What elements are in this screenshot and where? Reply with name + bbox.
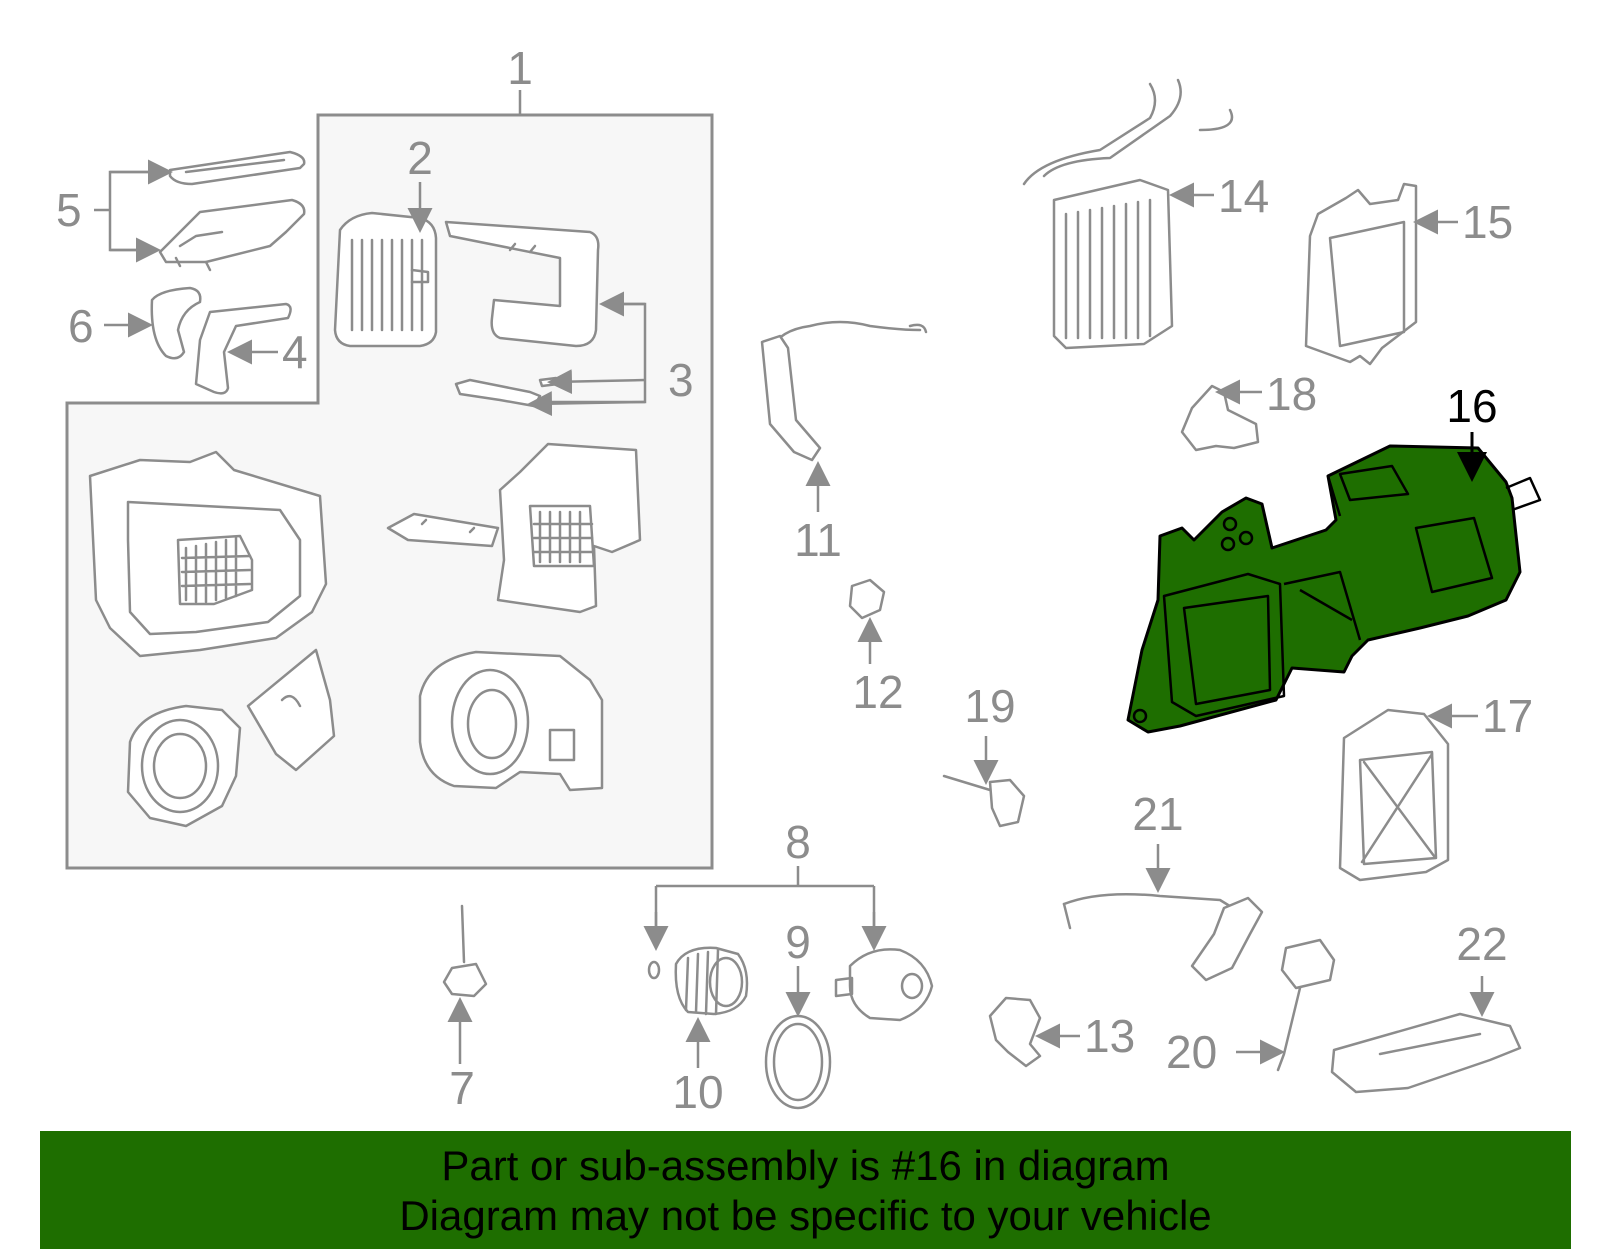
callout-9: 9: [785, 916, 811, 968]
callout-20: 20: [1166, 1026, 1217, 1078]
callout-15: 15: [1462, 196, 1513, 248]
part-22-duct: [1330, 976, 1522, 1094]
callout-7: 7: [449, 1062, 475, 1114]
assembly-blower-scroll: [126, 648, 336, 828]
callout-6: 6: [68, 300, 94, 352]
callout-3: 3: [668, 354, 694, 406]
callout-22: 22: [1456, 918, 1507, 970]
callout-8: 8: [785, 816, 811, 868]
callout-10: 10: [672, 1066, 723, 1118]
part-18-bracket: [1180, 379, 1262, 452]
part-14-heater-core: [1022, 78, 1234, 350]
callout-17: 17: [1482, 690, 1533, 742]
part-17-inlet-housing: [1338, 703, 1478, 882]
part-9-gasket: [764, 966, 832, 1110]
assembly-door-plate: [386, 512, 500, 548]
part-11-cable: [760, 320, 928, 512]
callout-21: 21: [1132, 788, 1183, 840]
callout-2: 2: [407, 132, 433, 184]
part-15-cover: [1304, 182, 1458, 366]
part-blower-motor: [834, 948, 934, 1022]
part-8-blower-bracket: [643, 866, 887, 980]
callout-13: 13: [1084, 1010, 1135, 1062]
part-16-highlighted-housing: [1126, 432, 1542, 734]
part-2-evaporator-core: [333, 182, 438, 348]
part-13-clip: [988, 996, 1080, 1068]
callout-5: 5: [56, 184, 82, 236]
assembly-evaporator-case: [88, 450, 328, 658]
banner-line-disclaimer: Diagram may not be specific to your vehi…: [399, 1192, 1212, 1239]
part-20-actuator: [1236, 938, 1336, 1072]
part-10-blower-wheel: [674, 946, 749, 1068]
part-21-cable: [1062, 844, 1264, 982]
callout-18: 18: [1266, 368, 1317, 420]
part-5-seals: [94, 150, 306, 272]
part-12-clip: [848, 578, 886, 664]
part-7-sensor: [442, 904, 488, 1064]
callout-19: 19: [964, 680, 1015, 732]
callout-11: 11: [794, 514, 842, 566]
assembly-blower-housing: [418, 650, 604, 792]
part-19-actuator: [942, 736, 1026, 828]
assembly-recirc-door: [496, 442, 642, 614]
callout-1: 1: [507, 42, 533, 94]
callout-4: 4: [282, 326, 308, 378]
part-3-seal-bracket: [444, 220, 647, 417]
part-6-seal: [104, 286, 202, 360]
callout-12: 12: [852, 666, 903, 718]
info-banner: Part or sub-assembly is #16 in diagram D…: [40, 1131, 1571, 1249]
banner-line-part: Part or sub-assembly is #16 in diagram: [441, 1142, 1170, 1189]
part-4-duct-seal: [194, 302, 292, 395]
callout-16: 16: [1446, 380, 1497, 432]
callout-14: 14: [1218, 170, 1269, 222]
